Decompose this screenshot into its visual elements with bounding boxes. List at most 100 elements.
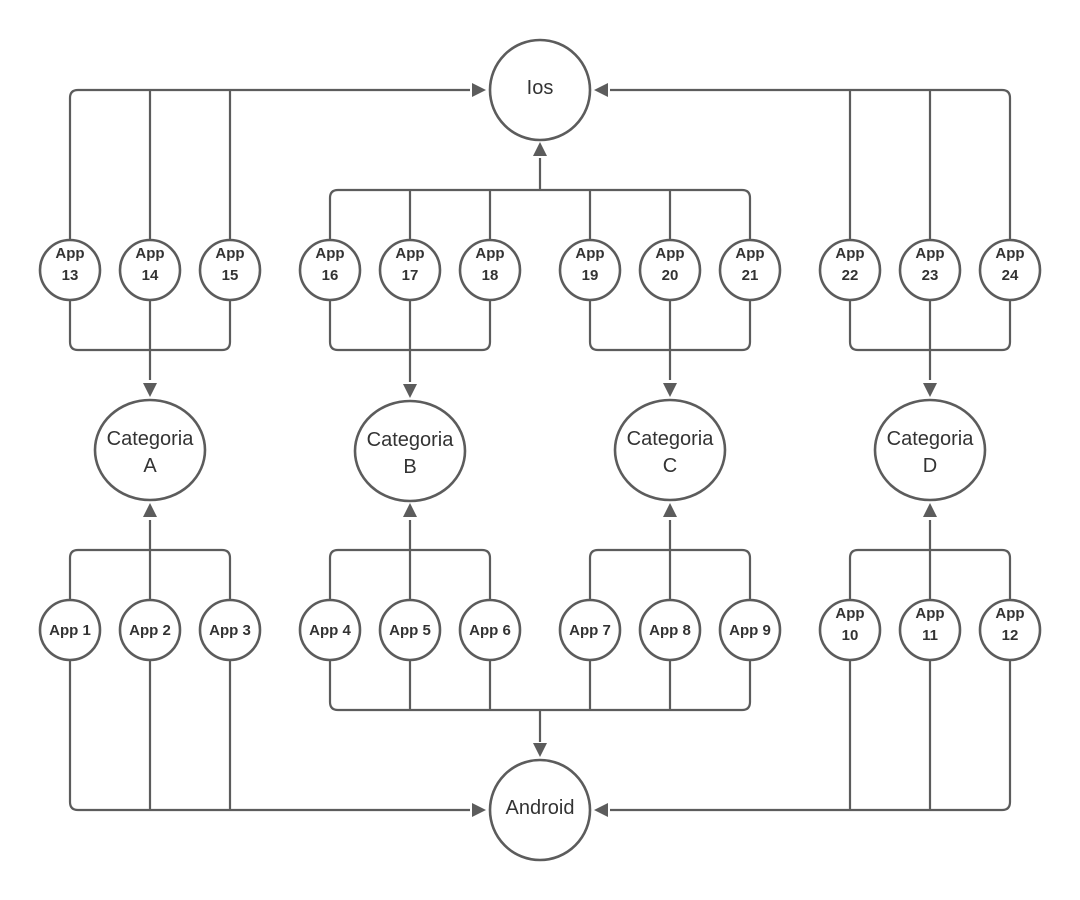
node-app-22-line2: 22 (842, 267, 859, 284)
node-app-18-line1: App (475, 245, 504, 262)
node-app-19: App 19 (558, 238, 622, 302)
node-app-23: App 23 (898, 238, 962, 302)
node-app-11-line2: 11 (922, 627, 938, 644)
node-app-10: App 10 (818, 598, 882, 662)
arrowheads (143, 83, 937, 817)
arrow-into-categoria-d-bottom (923, 503, 937, 517)
node-app-6-line1: App 6 (469, 622, 511, 639)
node-categoria-c: Categoria C (613, 398, 727, 502)
node-app-13-line1: App (55, 245, 84, 262)
node-categoria-a: Categoria A (93, 398, 207, 502)
node-app-1-line1: App 1 (49, 622, 91, 639)
arrow-into-categoria-a-top (143, 383, 157, 397)
node-app-24-line1: App (995, 245, 1024, 262)
node-ios: Ios (488, 38, 592, 142)
node-app-2: App 2 (118, 598, 182, 662)
categoria-b-line2: B (403, 456, 416, 478)
node-app-24: App 24 (978, 238, 1042, 302)
node-ios-label: Ios (527, 77, 554, 99)
categoria-c-line2: C (663, 455, 677, 477)
node-app-17-line1: App (395, 245, 424, 262)
node-app-2-line1: App 2 (129, 622, 171, 639)
node-app-15-line2: 15 (222, 267, 239, 284)
edge-apps-10-12-to-android (610, 660, 1012, 812)
edge-apps-1-3-to-categoria-a (68, 520, 232, 600)
node-app-10-line1: App (835, 605, 864, 622)
node-app-14-line2: 14 (142, 267, 159, 284)
node-categoria-b: Categoria B (353, 399, 467, 503)
node-app-15: App 15 (198, 238, 262, 302)
arrow-into-ios-left (472, 83, 486, 97)
node-app-5-line1: App 5 (389, 622, 431, 639)
edge-apps-10-12-to-categoria-d (848, 520, 1012, 600)
arrow-into-categoria-a-bottom (143, 503, 157, 517)
arrow-into-ios-right (594, 83, 608, 97)
node-app-20: App 20 (638, 238, 702, 302)
edge-apps-1-3-to-android (68, 660, 470, 812)
edge-apps-4-9-to-android (328, 660, 752, 742)
node-app-23-line1: App (915, 245, 944, 262)
node-app-5: App 5 (378, 598, 442, 662)
node-app-9: App 9 (718, 598, 782, 662)
node-app-16-line2: 16 (322, 267, 339, 284)
edge-apps-22-24-to-categoria-d (848, 300, 1012, 380)
node-app-16-line1: App (315, 245, 344, 262)
node-app-16: App 16 (298, 238, 362, 302)
node-app-15-line1: App (215, 245, 244, 262)
node-app-6: App 6 (458, 598, 522, 662)
node-app-1: App 1 (38, 598, 102, 662)
arrow-into-android-top (533, 743, 547, 757)
node-android-label: Android (506, 797, 575, 819)
edge-apps-7-9-to-categoria-c (588, 520, 752, 600)
node-app-21-line1: App (735, 245, 764, 262)
categoria-a-line1: Categoria (107, 428, 195, 450)
node-app-18: App 18 (458, 238, 522, 302)
node-app-19-line2: 19 (582, 267, 599, 284)
node-app-21: App 21 (718, 238, 782, 302)
categoria-c-line1: Categoria (627, 428, 715, 450)
node-app-13-line2: 13 (62, 267, 79, 284)
node-app-23-line2: 23 (922, 267, 939, 284)
node-app-22: App 22 (818, 238, 882, 302)
node-app-22-line1: App (835, 245, 864, 262)
edge-apps-22-24-to-ios (610, 88, 1012, 240)
arrow-into-categoria-c-top (663, 383, 677, 397)
arrow-into-android-left (472, 803, 486, 817)
node-app-20-line2: 20 (662, 267, 679, 284)
node-app-8: App 8 (638, 598, 702, 662)
categoria-b-line1: Categoria (367, 429, 455, 451)
node-app-18-line2: 18 (482, 267, 499, 284)
node-app-4: App 4 (298, 598, 362, 662)
node-app-4-line1: App 4 (309, 622, 351, 639)
node-app-20-line1: App (655, 245, 684, 262)
node-app-21-line2: 21 (742, 267, 759, 284)
node-app-24-line2: 24 (1002, 267, 1019, 284)
node-app-14-line1: App (135, 245, 164, 262)
node-app-12-line1: App (995, 605, 1024, 622)
categoria-d-line2: D (923, 455, 937, 477)
node-app-7-line1: App 7 (569, 622, 611, 639)
app-nodes-top-row: App 13 App 14 App 15 App 16 App 17 App 18 App 19 App 20… (38, 238, 1042, 302)
node-app-3: App 3 (198, 598, 262, 662)
node-android: Android (488, 758, 592, 862)
edge-apps-16-21-to-ios (328, 158, 752, 240)
node-app-17-line2: 17 (402, 267, 419, 284)
node-app-14: App 14 (118, 238, 182, 302)
node-categoria-d: Categoria D (873, 398, 987, 502)
categoria-a-line2: A (143, 455, 157, 477)
arrow-into-categoria-b-bottom (403, 503, 417, 517)
edge-apps-13-15-to-categoria-a (68, 300, 232, 380)
node-app-9-line1: App 9 (729, 622, 771, 639)
arrow-into-categoria-d-top (923, 383, 937, 397)
node-app-7: App 7 (558, 598, 622, 662)
arrow-into-categoria-c-bottom (663, 503, 677, 517)
arrow-into-categoria-b-top (403, 384, 417, 398)
node-app-17: App 17 (378, 238, 442, 302)
node-app-12-line2: 12 (1002, 627, 1019, 644)
node-app-19-line1: App (575, 245, 604, 262)
edge-apps-4-6-to-categoria-b (328, 520, 492, 600)
node-app-10-line2: 10 (842, 627, 859, 644)
node-app-3-line1: App 3 (209, 622, 251, 639)
arrow-into-ios-bottom (533, 142, 547, 156)
